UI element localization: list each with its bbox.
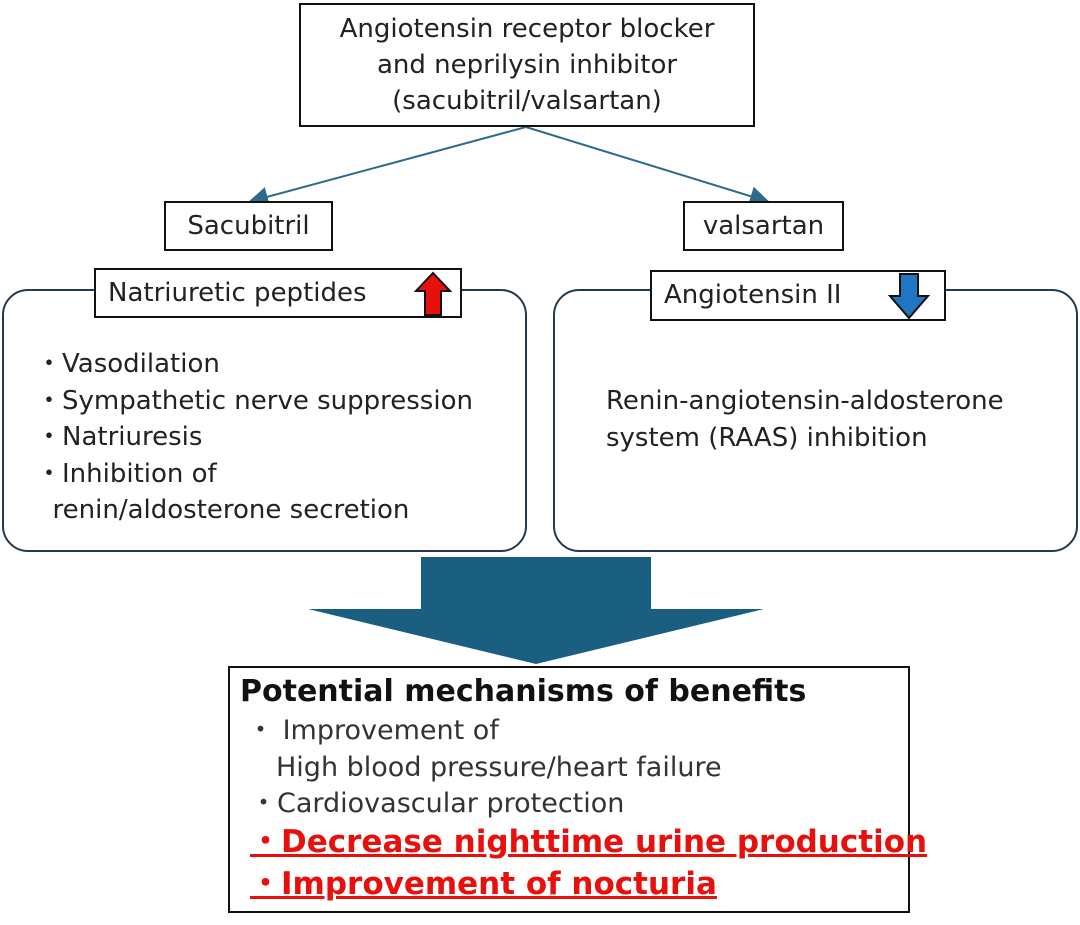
valsartan-box: valsartan — [683, 201, 844, 251]
highlight-benefit-item: ・Improvement of nocturia — [250, 866, 717, 902]
effect-item: Renin-angiotensin-aldosterone — [606, 386, 1004, 416]
drug-class-line-2: and neprilysin inhibitor — [376, 50, 678, 80]
angiotensin-ii-box: Angiotensin II — [650, 270, 946, 321]
connector-to-sacubitril — [248, 126, 527, 207]
benefit-item: ・Cardiovascular protection — [250, 788, 625, 819]
sacubitril-effects-panel — [2, 289, 527, 552]
natriuretic-peptides-label: Natriuretic peptides — [108, 278, 367, 308]
natriuretic-peptides-box: Natriuretic peptides — [94, 268, 462, 318]
effect-item: ・Inhibition of — [36, 458, 217, 489]
benefit-item: High blood pressure/heart failure — [276, 752, 722, 783]
valsartan-label: valsartan — [702, 211, 825, 241]
connector-to-valsartan — [525, 126, 770, 206]
benefit-item: ・ Improvement of — [247, 715, 499, 746]
down-arrow-icon — [887, 273, 931, 320]
big-down-arrow-shape — [308, 557, 764, 664]
sacubitril-effects-list: ・Vasodilation ・Sympathetic nerve suppres… — [36, 346, 473, 529]
effect-item: ・Vasodilation — [36, 349, 220, 379]
valsartan-effects-list: Renin-angiotensin-aldosterone system (RA… — [606, 383, 1004, 456]
drug-class-box: Angiotensin receptor blocker and neprily… — [299, 3, 755, 127]
benefits-box — [228, 666, 910, 913]
highlight-benefit-item: ・Decrease nighttime urine production — [250, 824, 928, 860]
sacubitril-box: Sacubitril — [164, 201, 333, 251]
drug-class-line-3: (sacubitril/valsartan) — [392, 86, 662, 116]
effect-item: system (RAAS) inhibition — [606, 422, 928, 453]
drug-class-line-1: Angiotensin receptor blocker — [339, 14, 715, 44]
effect-item: ・Sympathetic nerve suppression — [36, 385, 473, 416]
benefits-title: Potential mechanisms of benefits — [240, 674, 807, 709]
angiotensin-ii-label: Angiotensin II — [664, 280, 842, 310]
sacubitril-label: Sacubitril — [187, 211, 310, 241]
effect-item: ・Natriuresis — [36, 422, 203, 452]
effect-item: renin/aldosterone secretion — [36, 495, 410, 525]
up-arrow-icon — [414, 271, 452, 316]
